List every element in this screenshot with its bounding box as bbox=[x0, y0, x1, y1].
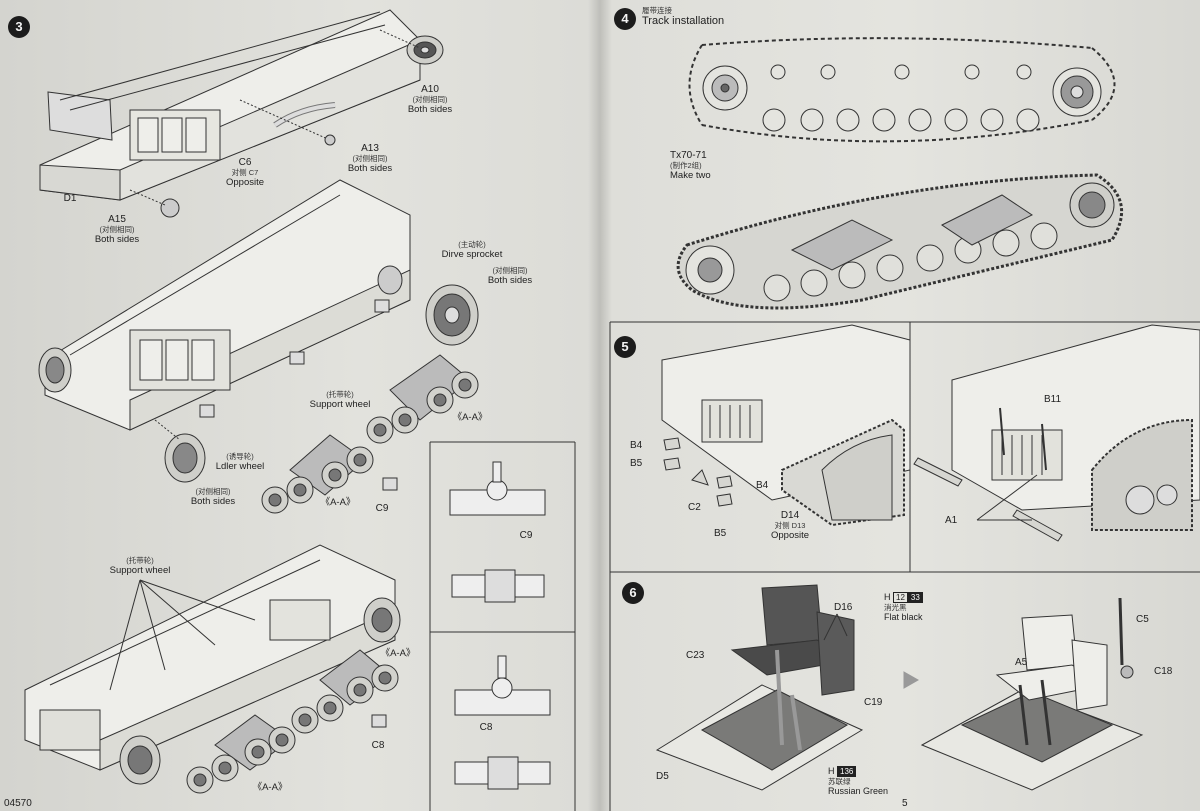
idler-wheel-label: (诱导轮) Ldler wheel bbox=[215, 452, 265, 472]
idler-wheel bbox=[164, 433, 206, 483]
b11-label: B11 bbox=[1044, 394, 1062, 405]
support-wheel-label-1: (托带轮) Support wheel bbox=[309, 390, 371, 410]
bogie-upper bbox=[366, 354, 479, 444]
track-links-exploded bbox=[688, 37, 1116, 143]
aa-label-1: 《A-A》 bbox=[452, 412, 488, 423]
a10-label: A10 (对侧相同) Both sides bbox=[407, 84, 453, 115]
c8-label: C8 bbox=[371, 740, 385, 751]
step-5-badge: 5 bbox=[614, 336, 636, 358]
bogie-fourth bbox=[186, 714, 296, 794]
steps-4-6-drawings bbox=[609, 37, 1200, 811]
b4-label-2: B4 bbox=[756, 480, 769, 491]
c9-label: C9 bbox=[375, 503, 389, 514]
drive-sprocket bbox=[425, 284, 479, 346]
aa-label-3: 《A-A》 bbox=[380, 648, 416, 659]
paint-russian-green: H 136 苏联绿 Russian Green bbox=[828, 766, 889, 796]
step5-a1-bars bbox=[913, 457, 1063, 542]
d5-label: D5 bbox=[656, 771, 669, 782]
step3-drawings bbox=[24, 9, 576, 811]
wheels-exploded bbox=[702, 64, 1102, 132]
idler-both-label: (对侧相同) Both sides bbox=[190, 487, 236, 507]
c19-label: C19 bbox=[864, 697, 883, 708]
sprocket-both-label: (对侧相同) Both sides bbox=[487, 266, 533, 286]
track-part-label: Tx70-71 (制作2组) Make two bbox=[670, 150, 711, 181]
c18-label: C18 bbox=[1154, 666, 1173, 677]
hull-bottom bbox=[24, 544, 396, 771]
hull-top bbox=[39, 9, 421, 201]
step5-hull-right bbox=[951, 324, 1200, 531]
support-wheel-label-2: (托带轮) Support wheel bbox=[109, 556, 171, 576]
a15-label: A15 (对侧相同) Both sides bbox=[94, 214, 140, 245]
c23-label: C23 bbox=[686, 650, 705, 661]
d14-label: D14 对侧 D13 Opposite bbox=[770, 510, 810, 541]
d16-label: D16 bbox=[834, 602, 853, 613]
a13-label: A13 (对侧相同) Both sides bbox=[347, 143, 393, 174]
step6-floor-right bbox=[920, 689, 1144, 791]
step6-seat-left bbox=[730, 584, 855, 751]
step4-title-cn: 履带连接 bbox=[642, 6, 672, 15]
left-page: 3 A10 (对侧相同) Both sides A13 (对侧相同) Both … bbox=[0, 0, 592, 811]
track-assembled bbox=[676, 173, 1124, 310]
step6-floor-left bbox=[655, 684, 864, 791]
b4-label-1: B4 bbox=[630, 440, 643, 451]
detail-c8-label: C8 bbox=[479, 722, 493, 733]
a1-label: A1 bbox=[945, 515, 958, 526]
step-3-badge: 3 bbox=[8, 16, 30, 38]
d1-label: D1 bbox=[63, 193, 77, 204]
sprocket-label: (主动轮) Dirve sprocket bbox=[441, 240, 503, 260]
step-6-badge: 6 bbox=[622, 582, 644, 604]
a10-sprocket bbox=[406, 35, 444, 65]
step-4-badge: 4 bbox=[614, 8, 636, 30]
detail-c9 bbox=[449, 461, 546, 603]
left-page-number: 04570 bbox=[4, 798, 32, 809]
b5-label-2: B5 bbox=[714, 528, 727, 539]
c2-label: C2 bbox=[688, 502, 701, 513]
bogie-lower bbox=[261, 434, 374, 514]
detail-c8 bbox=[454, 655, 551, 790]
c5-label: C5 bbox=[1136, 614, 1149, 625]
hull-middle bbox=[44, 179, 411, 431]
step4-title-en: Track installation bbox=[642, 15, 725, 27]
step5-small-parts bbox=[663, 437, 733, 507]
right-page: 4 履带连接 Track installation Tx70-71 (制作2组)… bbox=[592, 0, 1200, 811]
right-page-number: 5 bbox=[902, 798, 908, 809]
aa-label-4: 《A-A》 bbox=[252, 782, 288, 793]
step6-seat-right bbox=[995, 597, 1134, 746]
bogie-third bbox=[291, 649, 399, 734]
step5-hull-left bbox=[661, 324, 911, 527]
aa-label-2: 《A-A》 bbox=[320, 497, 356, 508]
a5-label: A5 bbox=[1015, 657, 1028, 668]
b5-label-1: B5 bbox=[630, 458, 643, 469]
detail-c9-label: C9 bbox=[519, 530, 533, 541]
c6-label: C6 对侧 C7 Opposite bbox=[225, 157, 265, 188]
